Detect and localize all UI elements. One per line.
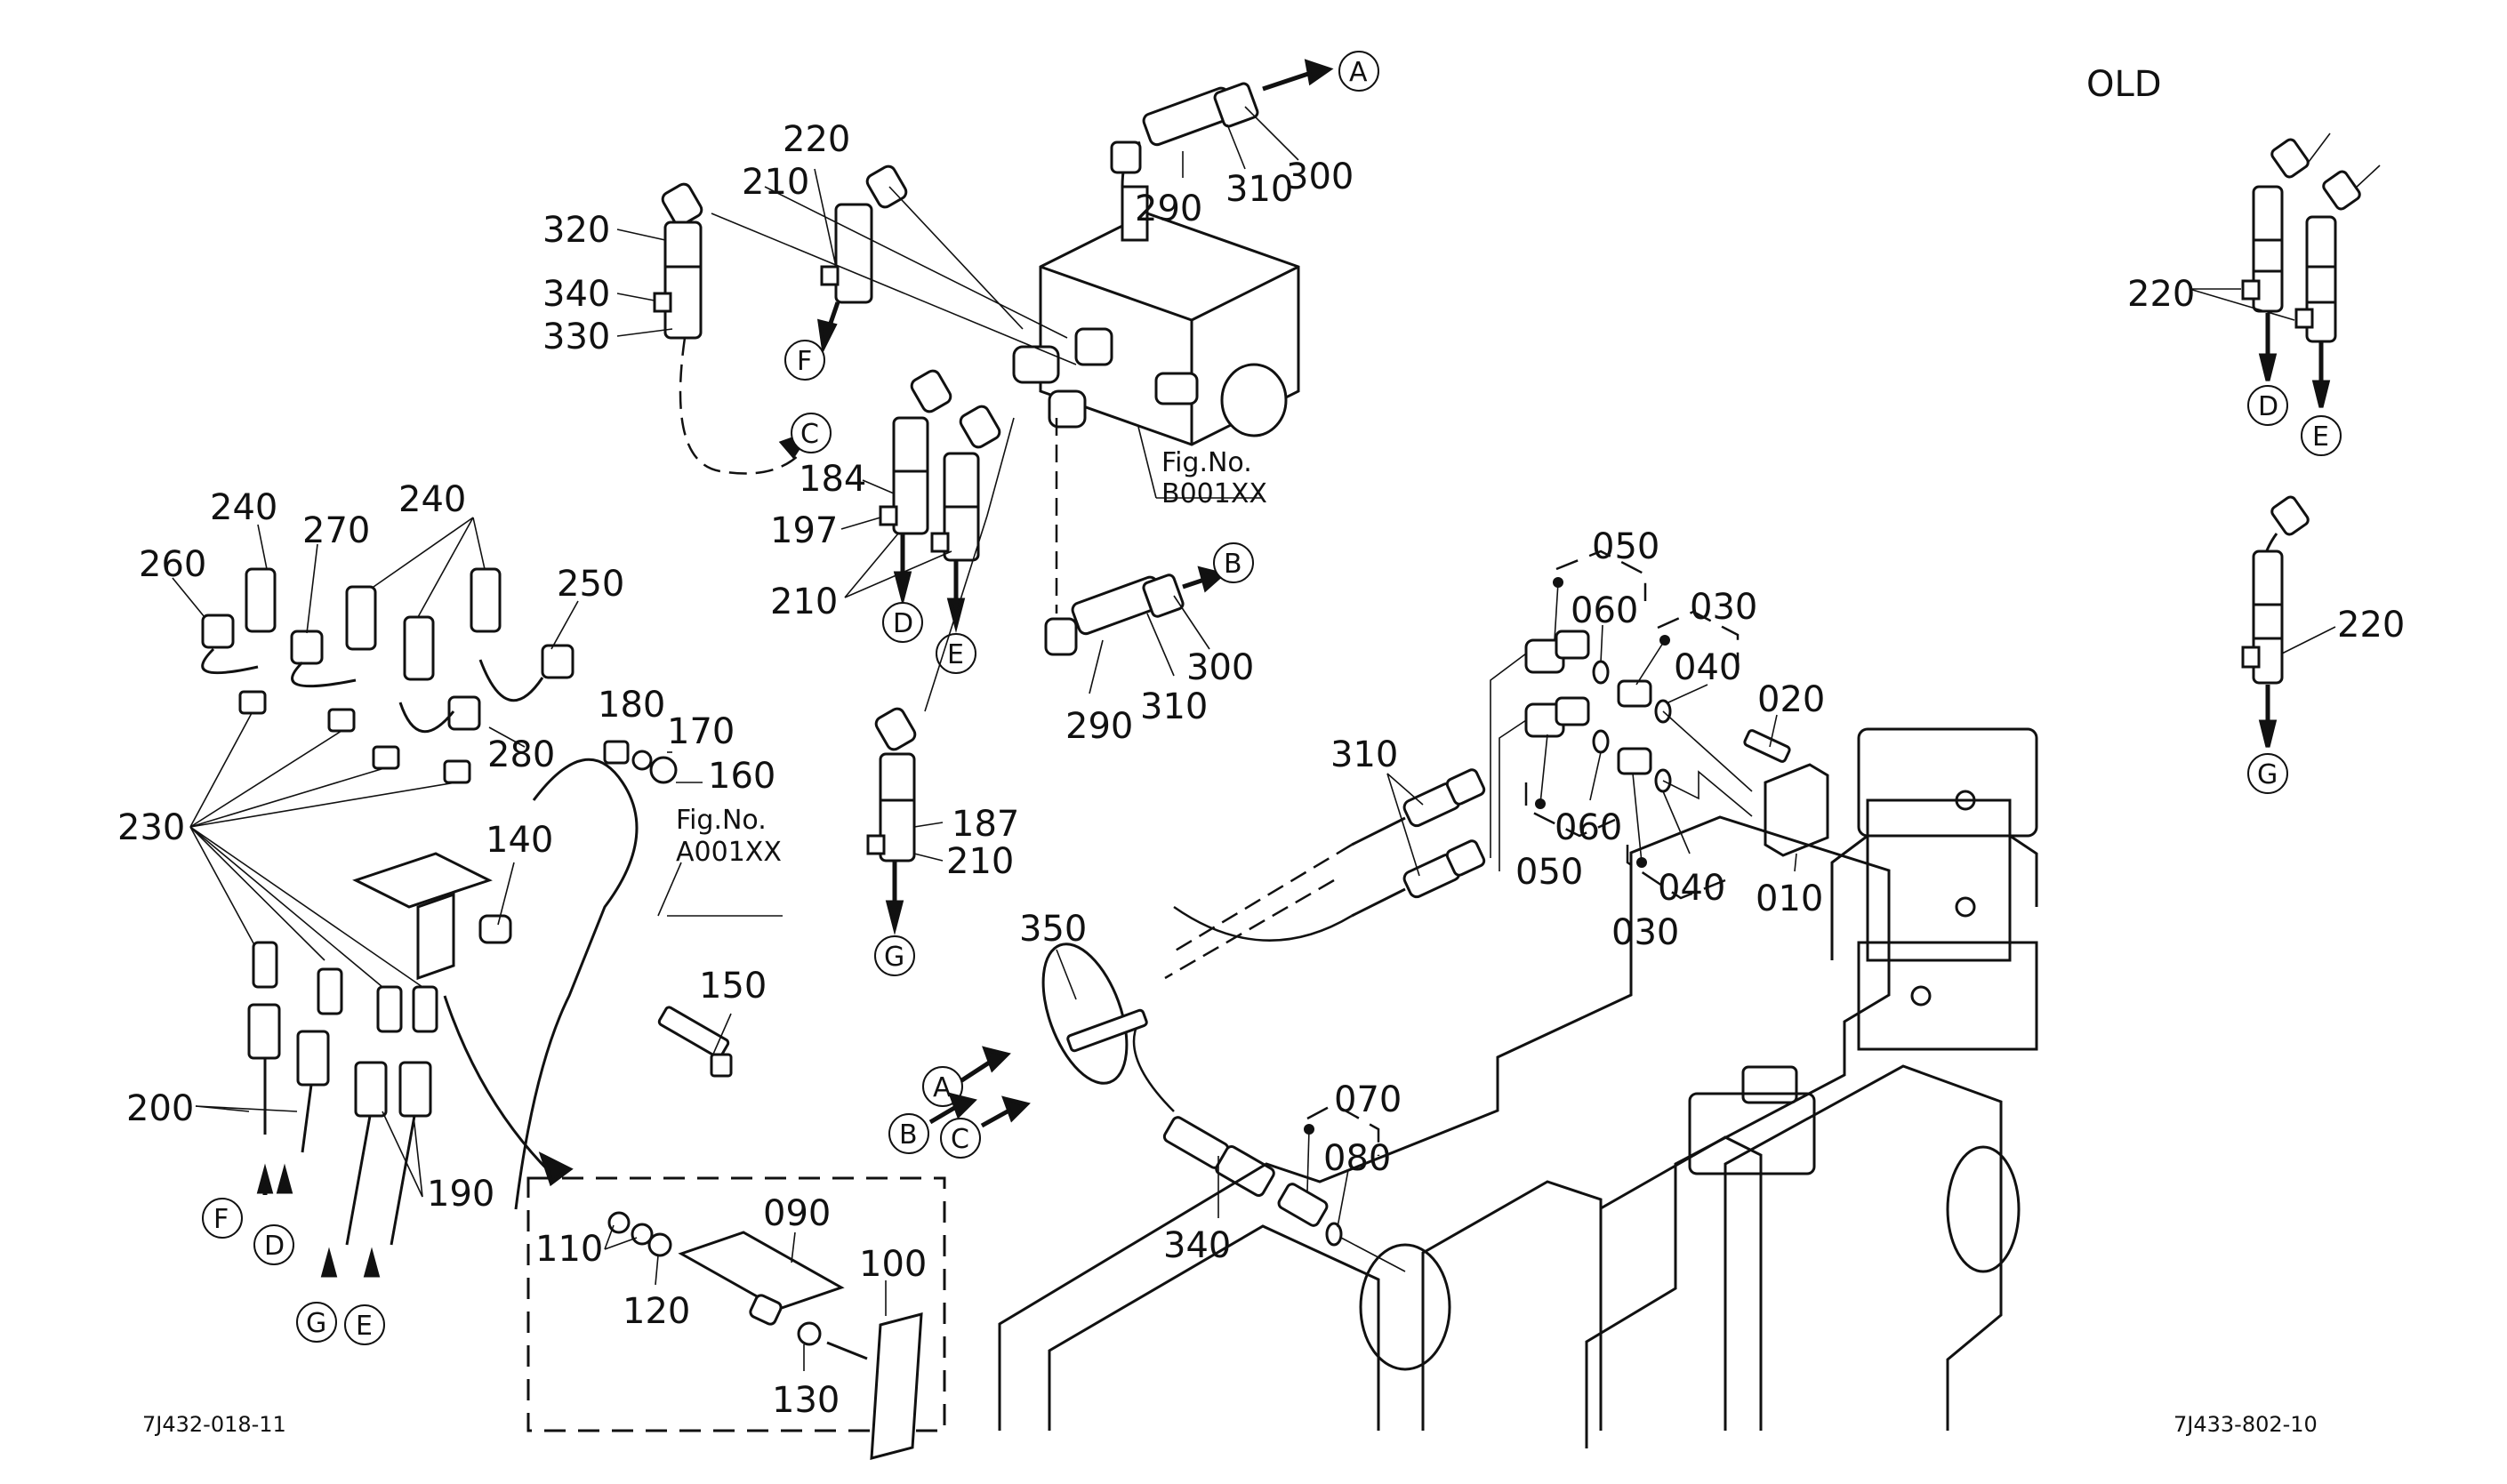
hoses-to-d-e <box>879 369 1001 562</box>
connector-b-top: B <box>1224 549 1242 580</box>
inset-bracket <box>607 1211 923 1460</box>
old-hose-d <box>2241 132 2331 313</box>
fig-ref-frame-line1: Fig.No. <box>676 805 767 836</box>
callout-184: 184 <box>799 459 866 500</box>
callout-070: 070 <box>1334 1079 1402 1120</box>
connector-d-left: D <box>264 1231 285 1262</box>
callout-220-top: 220 <box>783 119 850 160</box>
callout-210-mid: 210 <box>770 582 838 622</box>
connector-a-bot: A <box>933 1072 952 1103</box>
callout-010: 010 <box>1756 878 1823 919</box>
couplers <box>201 567 575 784</box>
callout-240-b: 240 <box>398 479 466 520</box>
callout-180: 180 <box>598 685 665 726</box>
band-clamp-350 <box>1041 943 1148 1085</box>
connector-g-left: G <box>306 1308 326 1339</box>
transmission-housing <box>998 727 2038 1448</box>
old-title: OLD <box>2086 64 2162 105</box>
callout-350: 350 <box>1019 909 1087 950</box>
diagram-code-left: 7J432-018-11 <box>142 1412 286 1437</box>
callout-197: 197 <box>770 510 838 551</box>
fittings-group <box>1490 630 1829 871</box>
callout-190: 190 <box>427 1174 494 1215</box>
connector-e-old: E <box>2312 421 2329 453</box>
connector-e-left: E <box>356 1311 373 1342</box>
callout-050-top: 050 <box>1592 526 1659 567</box>
callout-060-bot: 060 <box>1555 807 1622 848</box>
fig-ref-valve-line2: B001XX <box>1161 478 1267 509</box>
callout-170: 170 <box>667 711 735 752</box>
callout-100: 100 <box>859 1244 927 1285</box>
control-valve <box>1012 185 1300 446</box>
connector-a-top: A <box>1349 57 1368 88</box>
callout-290-mid: 290 <box>1065 706 1133 747</box>
callout-050-bot: 050 <box>1515 852 1583 893</box>
callout-140: 140 <box>486 820 553 861</box>
couplers-310 <box>1132 768 1486 1112</box>
connector-b-bot: B <box>899 1119 918 1151</box>
callout-120: 120 <box>623 1291 690 1332</box>
callout-340-top: 340 <box>542 274 610 315</box>
connector-g-mid: G <box>884 942 904 973</box>
callout-300-top: 300 <box>1286 156 1354 197</box>
callout-300-mid: 300 <box>1186 647 1254 688</box>
connector-d-mid: D <box>893 608 913 639</box>
fig-ref-frame-line2: A001XX <box>676 837 782 868</box>
callout-220-old-a: 220 <box>2127 274 2195 315</box>
connector-c-bot: C <box>951 1124 969 1155</box>
quick-coupler <box>1162 1116 1406 1272</box>
callout-020: 020 <box>1757 679 1825 720</box>
pipe-fittings <box>247 941 438 1246</box>
callout-250: 250 <box>557 564 624 605</box>
callout-060-top: 060 <box>1571 590 1638 631</box>
connector-c-top: C <box>800 419 819 450</box>
hose-to-g <box>866 417 1015 862</box>
callout-310-low: 310 <box>1330 734 1398 775</box>
callout-260: 260 <box>139 544 206 585</box>
callout-290-top: 290 <box>1135 189 1202 229</box>
connector-g-old: G <box>2257 759 2278 790</box>
callout-240-a: 240 <box>210 487 277 528</box>
connector-f-top: F <box>797 346 812 377</box>
callout-220-old-b: 220 <box>2337 605 2405 646</box>
hose-to-c <box>653 182 801 475</box>
fig-ref-valve-line1: Fig.No. <box>1161 447 1252 478</box>
callout-150: 150 <box>699 966 767 1007</box>
callout-310-mid: 310 <box>1140 686 1208 727</box>
callout-320: 320 <box>542 210 610 251</box>
callout-160: 160 <box>708 756 775 797</box>
diagram-code-right: 7J433-802-10 <box>2174 1412 2318 1437</box>
old-hose-g <box>2241 495 2310 685</box>
callout-330: 330 <box>542 317 610 357</box>
callout-130: 130 <box>772 1380 840 1421</box>
callout-280: 280 <box>487 734 555 775</box>
callout-110: 110 <box>535 1229 603 1270</box>
callout-210-top: 210 <box>742 162 809 203</box>
callout-040-bot: 040 <box>1658 868 1725 909</box>
callout-230: 230 <box>117 807 185 848</box>
old-hose-e <box>2294 164 2381 343</box>
bracket <box>352 740 733 1210</box>
callout-310-top: 310 <box>1225 169 1293 210</box>
callout-210-low: 210 <box>946 841 1014 882</box>
callout-090: 090 <box>763 1193 831 1234</box>
callout-340-bot: 340 <box>1163 1225 1231 1266</box>
hose-to-b <box>1044 418 1185 656</box>
callout-270: 270 <box>302 510 370 551</box>
callout-030-top: 030 <box>1690 587 1757 628</box>
callout-200: 200 <box>126 1088 194 1129</box>
hose-to-a-top <box>1110 82 1259 188</box>
callout-040-top: 040 <box>1674 647 1741 688</box>
hose-to-f <box>820 164 908 304</box>
callout-187: 187 <box>952 804 1019 845</box>
connector-e-mid: E <box>947 639 964 670</box>
connector-d-old: D <box>2258 391 2278 422</box>
callout-030-bot: 030 <box>1611 912 1679 953</box>
inset-detail-box <box>526 1176 946 1432</box>
connector-f-left: F <box>213 1204 229 1235</box>
